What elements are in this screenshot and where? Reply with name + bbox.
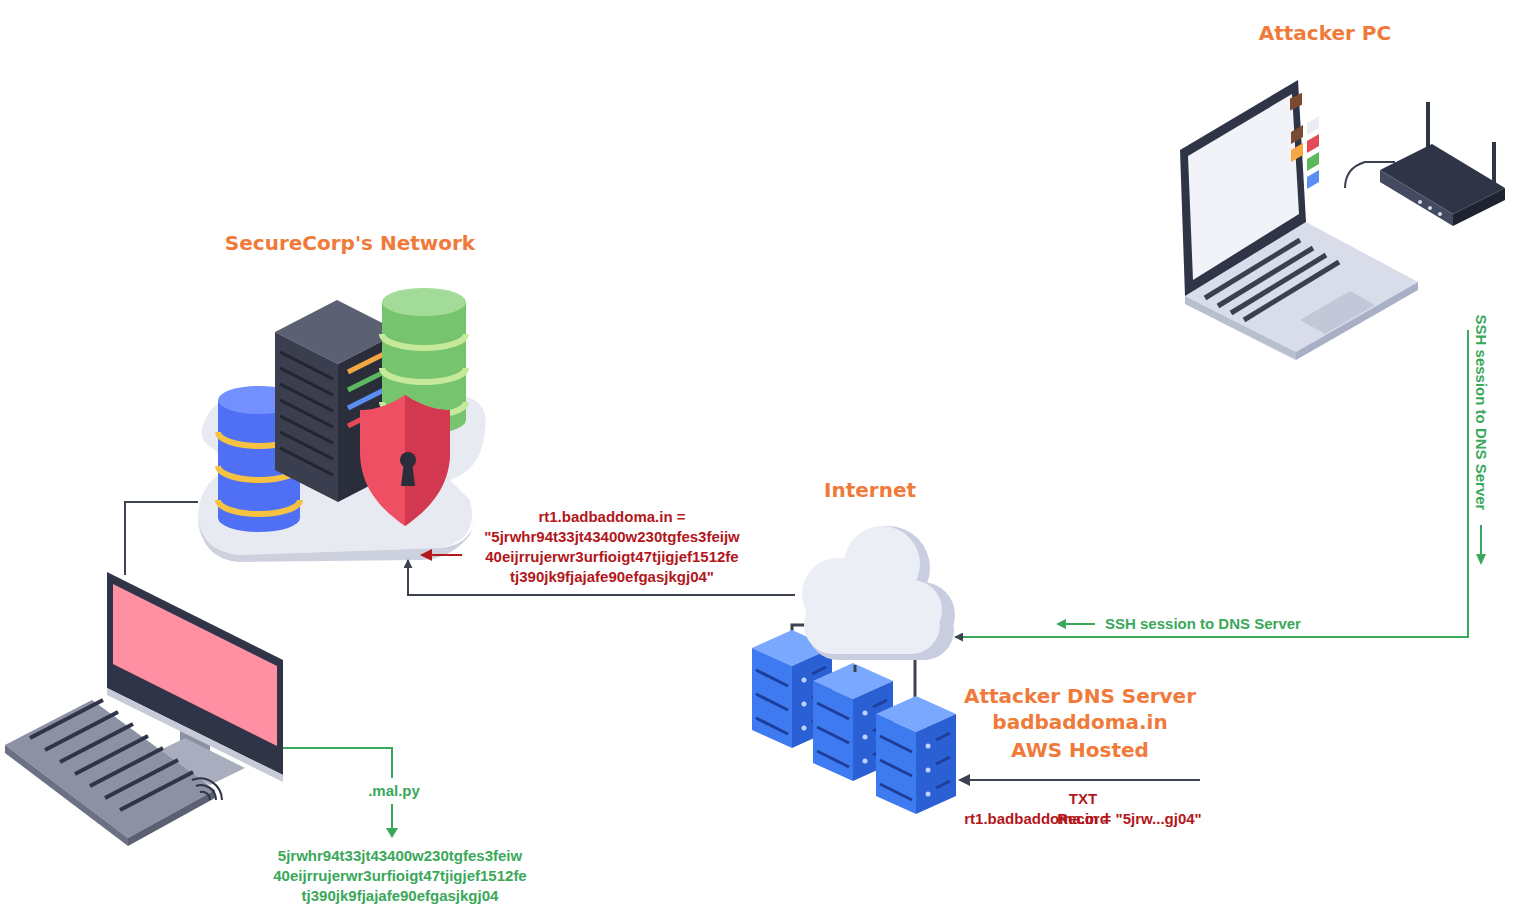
securecorp-servers-part	[401, 462, 415, 486]
node-heading: Attacker DNS Server	[964, 684, 1196, 708]
workstation-part-part	[60, 724, 133, 762]
securecorp-servers-part	[382, 334, 466, 348]
workstation-part	[192, 778, 222, 800]
router-part	[1418, 200, 1422, 204]
attacker-laptop-part	[1290, 93, 1302, 111]
securecorp-servers-part	[280, 352, 333, 475]
securecorp-servers-part	[275, 332, 338, 502]
securecorp-network: SecureCorp's Network	[190, 228, 490, 560]
attacker-laptop-part	[1300, 291, 1375, 334]
attacker-laptop-part	[1307, 152, 1319, 171]
securecorp-servers-part-part	[280, 416, 333, 443]
direction-arrows-part	[420, 549, 432, 561]
router-part	[1453, 188, 1505, 226]
attacker-laptop-part-part	[1205, 240, 1300, 298]
router-part	[1426, 102, 1430, 152]
internet-cloud	[802, 526, 955, 660]
workstation-part-part	[120, 772, 193, 810]
workstation-part-part	[30, 700, 103, 738]
workstation-part-part	[45, 712, 118, 750]
attacker-dns-server: Attacker DNS Serverbadbaddoma.inAWS Host…	[750, 672, 1205, 817]
txt-record-value: rt1.badbaddoma.in = "5jrwhr94t33jt43400w…	[484, 507, 740, 587]
workstation-part-part	[105, 760, 178, 798]
workstation-part	[30, 700, 193, 810]
dns-servers-part	[876, 696, 956, 814]
securecorp-servers-part	[360, 395, 450, 526]
internet-cloud-node: Internet	[795, 477, 955, 665]
decoded-output: 5jrwhr94t33jt43400w230tgfes3feiw 40eijrr…	[273, 846, 526, 906]
direction-arrows-part	[1476, 554, 1486, 565]
securecorp-servers-part-part	[280, 400, 333, 427]
securecorp-servers	[198, 288, 486, 562]
direction-arrows-part	[966, 779, 1200, 781]
direction-arrows-part	[958, 774, 970, 786]
router-part	[1428, 206, 1432, 210]
securecorp-servers-part-part	[280, 368, 333, 395]
node-heading: Attacker PC	[1259, 21, 1391, 45]
router	[1380, 102, 1505, 226]
direction-arrows-part	[1064, 623, 1095, 625]
connector	[955, 330, 1468, 637]
workstation-part	[125, 502, 198, 575]
attacker-pc: Attacker PC	[1170, 15, 1510, 330]
workstation-part	[391, 804, 393, 830]
node-heading: Internet	[824, 478, 916, 502]
securecorp-servers-part-part	[280, 448, 333, 475]
attacker-laptop-part	[1307, 134, 1319, 153]
workstation	[5, 502, 398, 846]
node-heading: badbaddoma.in	[992, 710, 1167, 734]
workstation-part-part	[75, 736, 148, 774]
record-value: rt1.badbaddoma.in = "5jrw...gj04"	[964, 809, 1201, 829]
workstation-part	[283, 748, 392, 778]
direction-arrows-part	[430, 554, 462, 556]
securecorp-servers-part	[218, 500, 300, 514]
node-heading: SecureCorp's Network	[225, 231, 475, 255]
securecorp-servers-part-part	[280, 352, 333, 379]
workstation-part	[113, 584, 277, 746]
connector-label: SSH session to DNS Server	[1473, 314, 1490, 510]
workstation-part	[386, 828, 398, 838]
router-part	[1380, 170, 1453, 226]
workstation-part-part	[90, 748, 163, 786]
attacker-laptop-part	[1291, 143, 1303, 162]
attacker-laptop	[1180, 80, 1418, 360]
attacker-laptop-part-part	[1231, 255, 1326, 313]
securecorp-servers-part-part	[280, 384, 333, 411]
attacker-laptop-part	[1296, 282, 1418, 360]
attacker-laptop-part-part	[1218, 248, 1313, 306]
node-heading: AWS Hosted	[1011, 738, 1149, 762]
direction-arrows-part	[1056, 619, 1066, 629]
direction-arrows-part	[1480, 525, 1482, 556]
attacker-laptop-part	[1307, 170, 1319, 189]
securecorp-servers-part	[382, 368, 466, 382]
file-name: .mal.py	[368, 782, 420, 799]
internet-cloud-part	[804, 596, 940, 654]
connector	[854, 665, 857, 672]
securecorp-servers-part-part	[280, 432, 333, 459]
securecorp-servers-part	[382, 288, 466, 316]
attacker-laptop-part	[1307, 116, 1319, 135]
router-part	[1438, 212, 1442, 216]
connector-label: SSH session to DNS Server	[1105, 615, 1301, 632]
attacker-laptop-part	[1205, 240, 1339, 320]
attacker-laptop-part	[1291, 125, 1303, 144]
